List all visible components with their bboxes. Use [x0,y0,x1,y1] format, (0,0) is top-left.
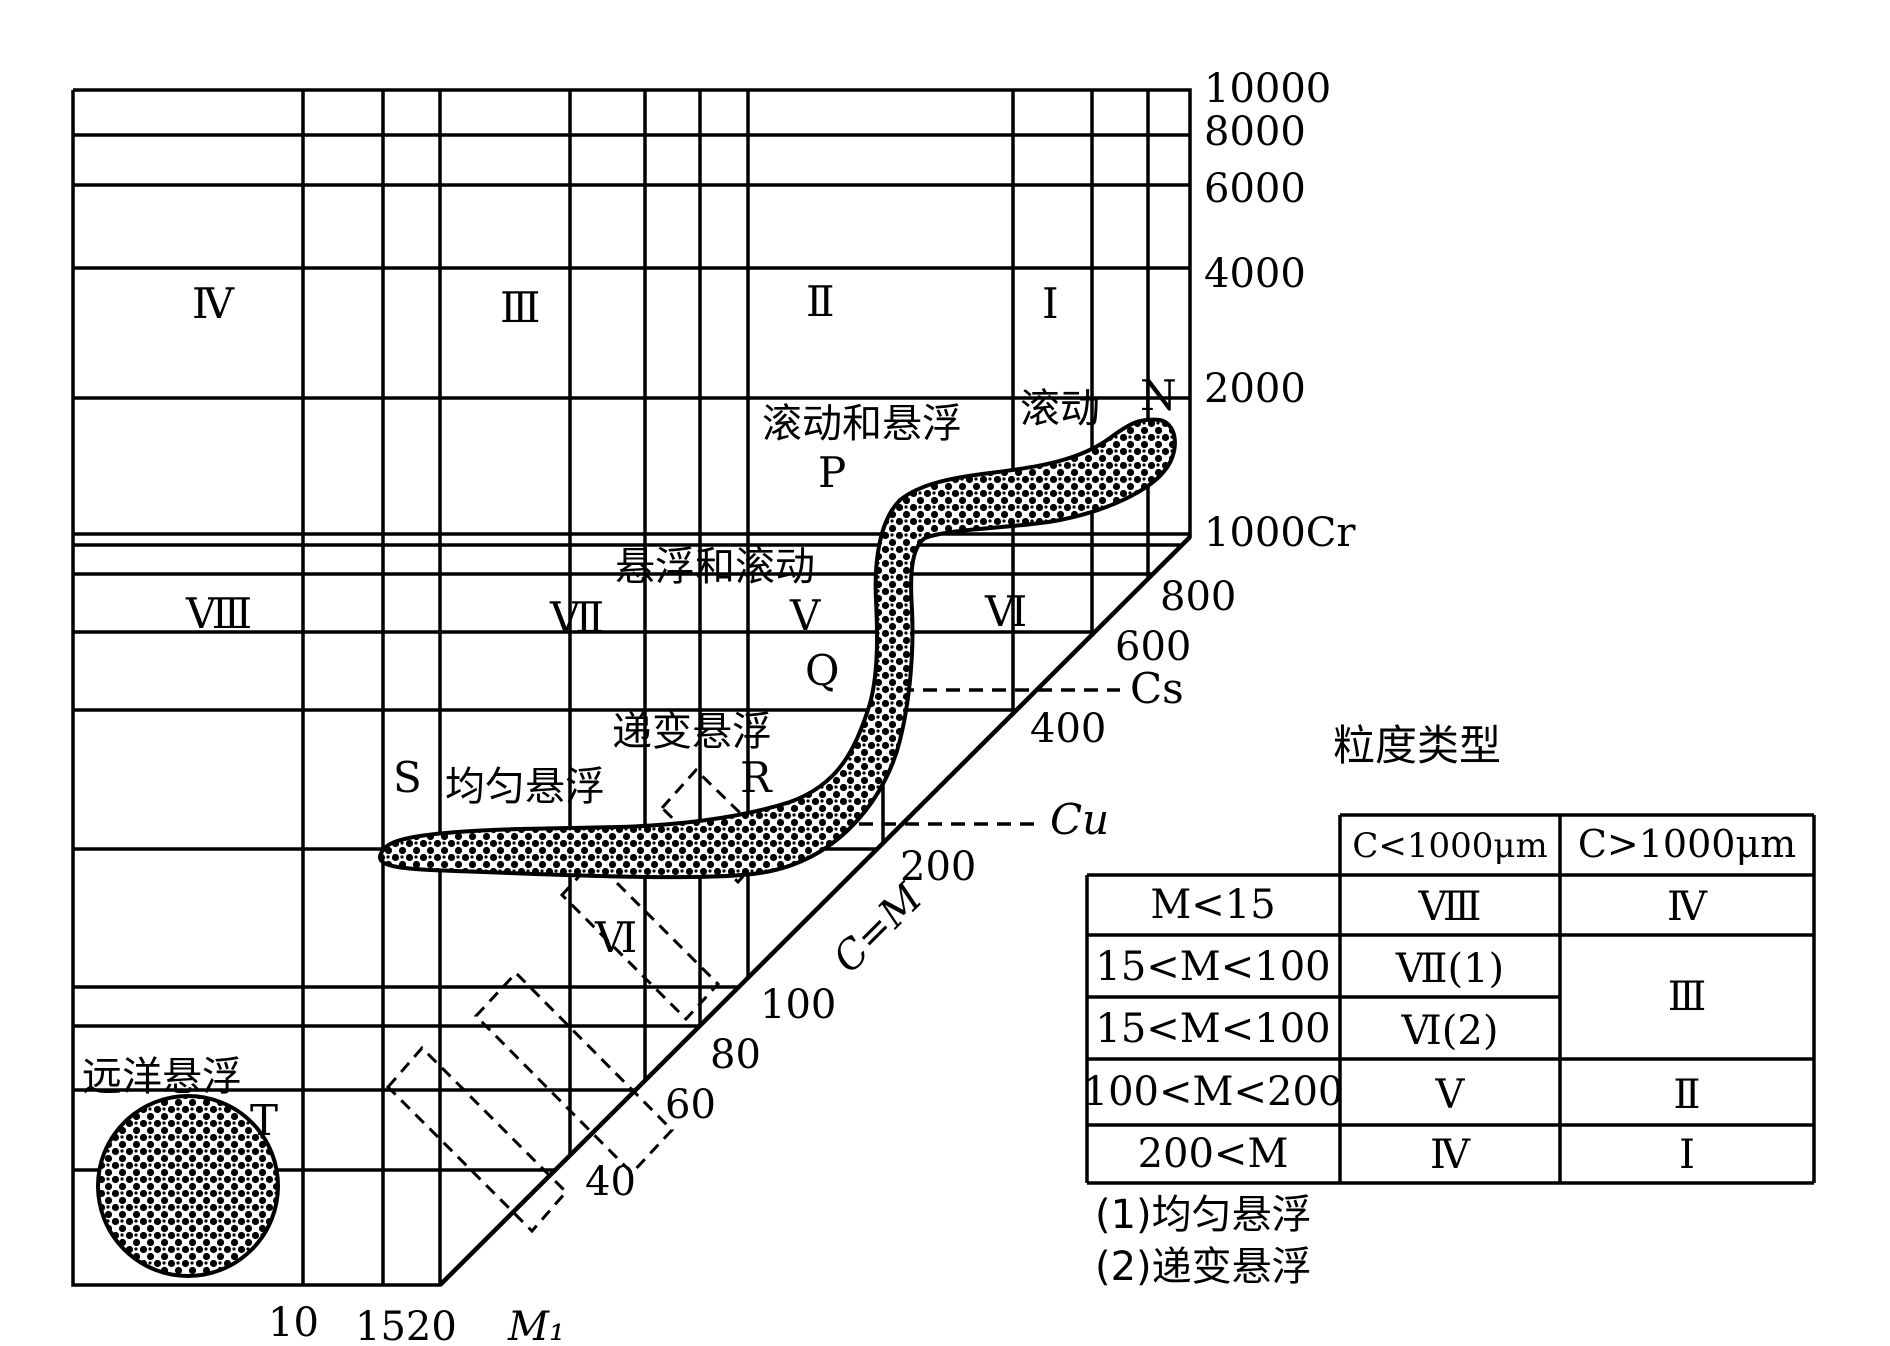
zone-pelagic-suspension: 远洋悬浮 [82,1054,242,1100]
diag-tick-label: 100 [760,982,836,1028]
grain-distribution-band [378,417,1177,880]
table-cell-m: 15<M<100 [1095,944,1330,990]
footnote-2: (2)递变悬浮 [1095,1244,1312,1290]
cu-label: Cu [1050,795,1109,844]
region-labels: Ⅳ Ⅲ Ⅱ Ⅰ Ⅷ Ⅶ Ⅴ Ⅵ Ⅵ [185,277,1059,962]
table-cell-small: Ⅵ(2) [1401,1008,1499,1054]
y-tick-label: 4000 [1204,251,1306,297]
table-header-small: C<1000μm [1352,826,1547,866]
x-axis-ticks: 10 1520 M₁ [268,1300,565,1346]
table-cell-m: 200<M [1138,1131,1289,1177]
diag-axis-label: C=M [825,875,933,983]
dashed-box-3 [473,970,675,1176]
diag-tick-label: 40 [585,1159,636,1205]
region-middle-7: Ⅶ [549,593,604,642]
zone-graded-suspension: 递变悬浮 [612,709,772,755]
region-upper-2: Ⅱ [806,277,835,326]
region-middle-8: Ⅷ [185,589,252,638]
point-p-label: P [818,448,846,497]
diag-tick-label: 200 [900,844,976,890]
region-lower-6: Ⅵ [594,913,637,962]
point-n-label: N [1140,371,1177,420]
y-axis-ticks: 10000 8000 6000 4000 2000 1000Cr [1204,66,1356,556]
point-t-label: T [250,1096,278,1145]
table-cell-large-merged: Ⅲ [1668,974,1707,1020]
region-upper-1: Ⅰ [1042,279,1059,328]
zone-suspension-rolling: 悬浮和滚动 [615,544,815,590]
pelagic-suspension-circle [96,1094,280,1278]
diag-tick-label: 600 [1115,624,1191,670]
region-middle-6: Ⅵ [984,587,1027,636]
diag-tick-label: 400 [1030,706,1106,752]
zone-rolling: 滚动 [1020,386,1100,432]
region-upper-3: Ⅲ [500,283,541,332]
x-tick-label: 1520 [355,1304,457,1346]
zone-uniform-suspension: 均匀悬浮 [445,764,605,810]
dashed-box-4 [385,1045,569,1234]
y-tick-label: 8000 [1204,109,1306,155]
table-cell-large: Ⅳ [1667,884,1708,930]
table-cell-m: M<15 [1150,882,1275,928]
table-cell-large: Ⅱ [1673,1072,1700,1118]
table-header-large: C>1000μm [1578,822,1796,866]
y-tick-label: 2000 [1204,366,1306,412]
diagonal-ticks: 800 600 400 200 100 80 60 40 [585,574,1236,1205]
zone-rolling-suspension: 滚动和悬浮 [762,401,962,447]
region-upper-4: Ⅳ [192,279,235,328]
y-tick-label: 6000 [1204,166,1306,212]
dashed-box-2 [559,857,721,1022]
diag-tick-label: 800 [1160,574,1236,620]
table-cell-small: Ⅴ [1435,1072,1466,1118]
y-tick-label: 10000 [1204,66,1331,112]
zone-labels: 滚动和悬浮 滚动 悬浮和滚动 递变悬浮 均匀悬浮 远洋悬浮 [82,386,1100,1100]
point-r-label: R [740,753,773,802]
point-s-label: S [393,753,422,802]
y-tick-label: 1000Cr [1204,510,1356,556]
x-tick-label: 10 [268,1300,319,1346]
table-cell-small: Ⅶ(1) [1395,946,1504,992]
table-cell-m: 100<M<200 [1083,1069,1344,1115]
diag-tick-label: 80 [710,1032,761,1078]
region-middle-5: Ⅴ [789,591,821,640]
table-cell-small: Ⅳ [1430,1132,1471,1178]
table-title: 粒度类型 [1333,721,1501,770]
cs-label: Cs [1130,664,1184,713]
table-cell-small: Ⅷ [1417,884,1481,930]
table-cell-m: 15<M<100 [1095,1006,1330,1052]
grid [71,88,1192,1287]
point-labels: N P Q R S T [250,371,1177,1145]
x-axis-label: M₁ [507,1304,565,1346]
grain-type-table: 粒度类型 C<1000μm C>1000μm M<15 Ⅷ Ⅳ 15<M<100… [1083,721,1816,1185]
table-cell-large: Ⅰ [1679,1132,1695,1178]
footnote-1: (1)均匀悬浮 [1095,1192,1312,1238]
point-q-label: Q [805,646,839,695]
c-equals-m-diagonal [438,535,1192,1287]
diag-tick-label: 60 [665,1082,716,1128]
